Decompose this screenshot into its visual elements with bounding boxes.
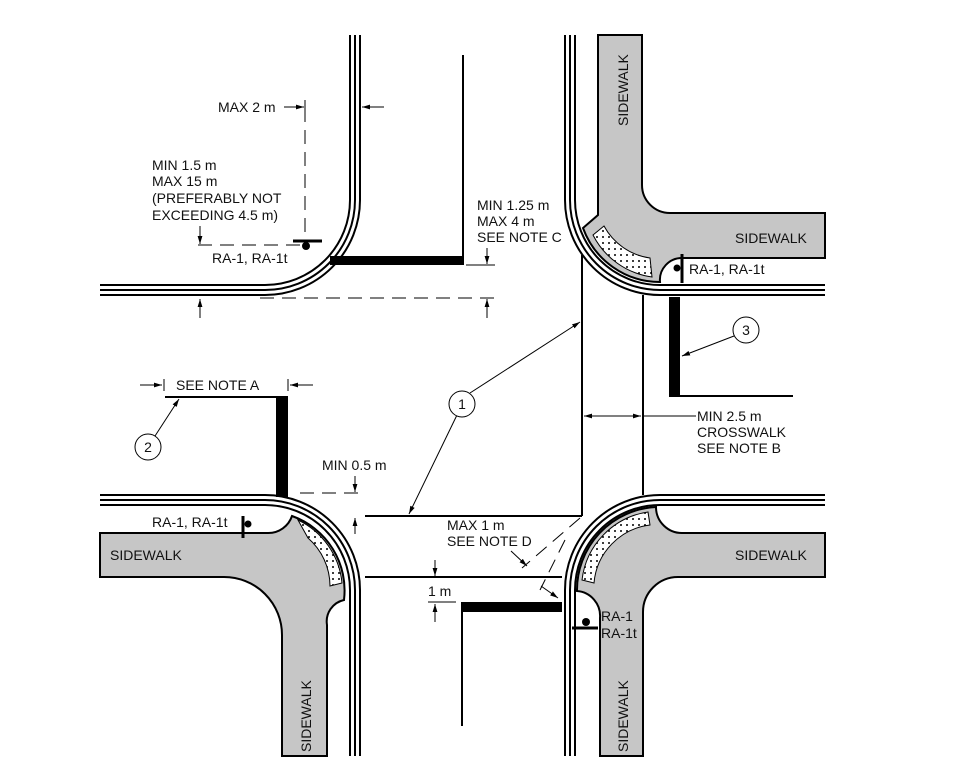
dimension-text: MIN 2.5 m [697, 408, 762, 424]
callout-number: 1 [458, 396, 466, 412]
stop-bar-south [461, 602, 562, 726]
callout-3: 3 [681, 316, 760, 357]
sign-ra1-north: RA-1, RA-1t [212, 239, 322, 266]
sign-label-line-2: RA-1t [601, 625, 637, 641]
sidewalk-label: SIDEWALK [298, 680, 314, 752]
tactile-pad-top-right [592, 225, 653, 278]
sign-label: RA-1, RA-1t [212, 250, 288, 266]
dimension-see-note-a: SEE NOTE A [140, 377, 313, 393]
sidewalk-top-right [581, 34, 826, 284]
stop-bar-east [669, 297, 793, 397]
dimension-text: MAX 1 m [447, 517, 505, 533]
sidewalk-label: SIDEWALK [615, 54, 631, 126]
stop-bar-west [165, 396, 288, 497]
sign-ra1-west: RA-1, RA-1t [152, 514, 252, 538]
stop-bar-north [330, 55, 464, 265]
sign-ra1-east: RA-1, RA-1t [673, 254, 765, 283]
curb-top-right [564, 35, 825, 296]
dimension-text: SEE NOTE C [477, 229, 562, 245]
sidewalk-bottom-left [99, 514, 346, 757]
dimension-text: MIN 1.25 m [477, 197, 549, 213]
dimension-text: CROSSWALK [697, 424, 787, 440]
dimension-text: 1 m [428, 583, 451, 599]
dimension-text: MAX 4 m [477, 213, 535, 229]
sidewalk-label: SIDEWALK [735, 547, 807, 563]
dimension-text: MAX 2 m [218, 99, 276, 115]
curb-bottom-right [564, 494, 825, 756]
callout-number: 3 [742, 322, 750, 338]
dimension-text: SEE NOTE B [697, 440, 781, 456]
dimension-max-2m: MAX 2 m [218, 99, 384, 115]
dashed-reference-lines [198, 108, 581, 591]
dimension-text: SEE NOTE A [176, 377, 260, 393]
sidewalk-label: SIDEWALK [615, 680, 631, 752]
dimension-sign-offset: MIN 1.5 m MAX 15 m (PREFERABLY NOT EXCEE… [152, 157, 282, 318]
dimension-stop-line-offset: MIN 1.25 m MAX 4 m SEE NOTE C [466, 197, 562, 318]
sign-ra1-south: RA-1 RA-1t [572, 608, 637, 641]
sidewalk-bottom-right [575, 505, 826, 757]
crosswalk-lines [365, 255, 644, 578]
dimension-text: EXCEEDING 4.5 m) [152, 207, 278, 223]
callout-1: 1 [408, 321, 581, 515]
dimension-text: (PREFERABLY NOT [152, 190, 282, 206]
sidewalk-label: SIDEWALK [735, 230, 807, 246]
curb-top-left [100, 35, 361, 296]
callout-2: 2 [134, 398, 180, 461]
tactile-pad-bottom-left [296, 518, 343, 587]
callout-number: 2 [144, 439, 152, 455]
dimension-min-0-5m: MIN 0.5 m [322, 457, 387, 534]
sidewalk-label: SIDEWALK [110, 547, 182, 563]
dimension-text: MIN 0.5 m [322, 457, 387, 473]
sign-label: RA-1, RA-1t [689, 261, 765, 277]
tactile-pad-bottom-right [581, 511, 651, 584]
dimension-text: MAX 15 m [152, 173, 217, 189]
sign-label: RA-1, RA-1t [152, 514, 228, 530]
dimension-crosswalk: MIN 2.5 m CROSSWALK SEE NOTE B [584, 408, 787, 456]
dimension-text: SEE NOTE D [447, 533, 532, 549]
sign-label-line-1: RA-1 [601, 608, 633, 624]
dimension-1m: 1 m [428, 560, 456, 622]
dimension-text: MIN 1.5 m [152, 157, 217, 173]
dimension-max-1m: MAX 1 m SEE NOTE D [447, 517, 559, 599]
